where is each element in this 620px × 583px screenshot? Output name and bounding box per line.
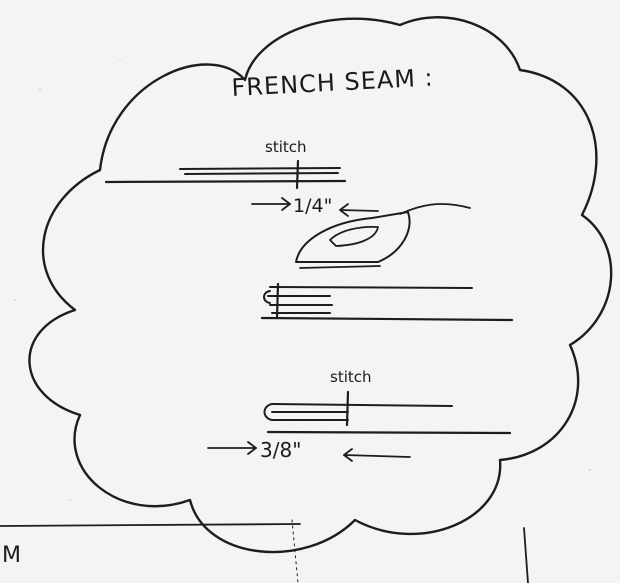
step3-fabric-layers — [263, 403, 512, 435]
arrow-right-icon — [251, 197, 291, 211]
step3-stitch-label: stitch — [330, 368, 372, 386]
step1-stitch-line — [295, 159, 300, 190]
arrow-left-icon — [339, 203, 379, 217]
step1-measure: 1/4" — [293, 195, 332, 217]
arrow-right-icon — [207, 441, 257, 455]
step1-stitch-label: stitch — [265, 138, 307, 156]
cloud-outline — [28, 16, 613, 554]
iron-icon — [295, 203, 471, 269]
step3-stitch-line — [345, 390, 350, 427]
paper-texture — [13, 39, 601, 501]
step3-measure: 3/8" — [260, 438, 301, 462]
step1-fabric-layers — [104, 167, 347, 184]
step2-folded-seam — [260, 282, 514, 322]
next-section-fragment: M — [2, 543, 21, 568]
diagram-title: FRENCH SEAM : — [231, 63, 434, 102]
arrow-left-icon — [343, 448, 411, 462]
next-section-box — [0, 519, 529, 583]
